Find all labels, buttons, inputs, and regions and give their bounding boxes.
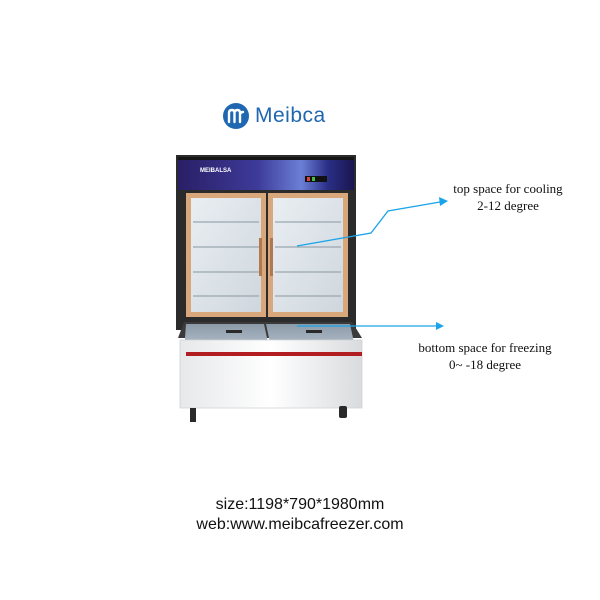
top-callout-arrow-head (439, 197, 448, 206)
brand-name: Meibca (255, 104, 326, 127)
top-callout-line1: top space for cooling (453, 181, 563, 196)
size-text: size:1198*790*1980mm (215, 496, 385, 513)
brand-logo: Meibca (223, 102, 326, 130)
top-callout-arrow-line (296, 201, 441, 247)
bottom-callout-arrow-head (436, 322, 444, 330)
logo-m-icon (223, 103, 249, 129)
bottom-callout-line1: bottom space for freezing (418, 340, 552, 355)
top-callout-line2: 2-12 degree (477, 198, 539, 213)
cabinet-label: MEIBALSA (200, 168, 232, 174)
bottom-callout: bottom space for freezing 0~ -18 degree (400, 339, 570, 373)
caster-right (339, 406, 347, 418)
freezer-base (179, 339, 363, 409)
right-door-glass (273, 198, 343, 312)
left-door-glass (191, 198, 261, 312)
website-text: web:www.meibcafreezer.com (196, 516, 404, 533)
header-panel (178, 157, 354, 190)
bottom-callout-line2: 0~ -18 degree (448, 357, 521, 372)
top-callout: top space for cooling 2-12 degree (428, 180, 588, 214)
foot-left (190, 408, 196, 422)
